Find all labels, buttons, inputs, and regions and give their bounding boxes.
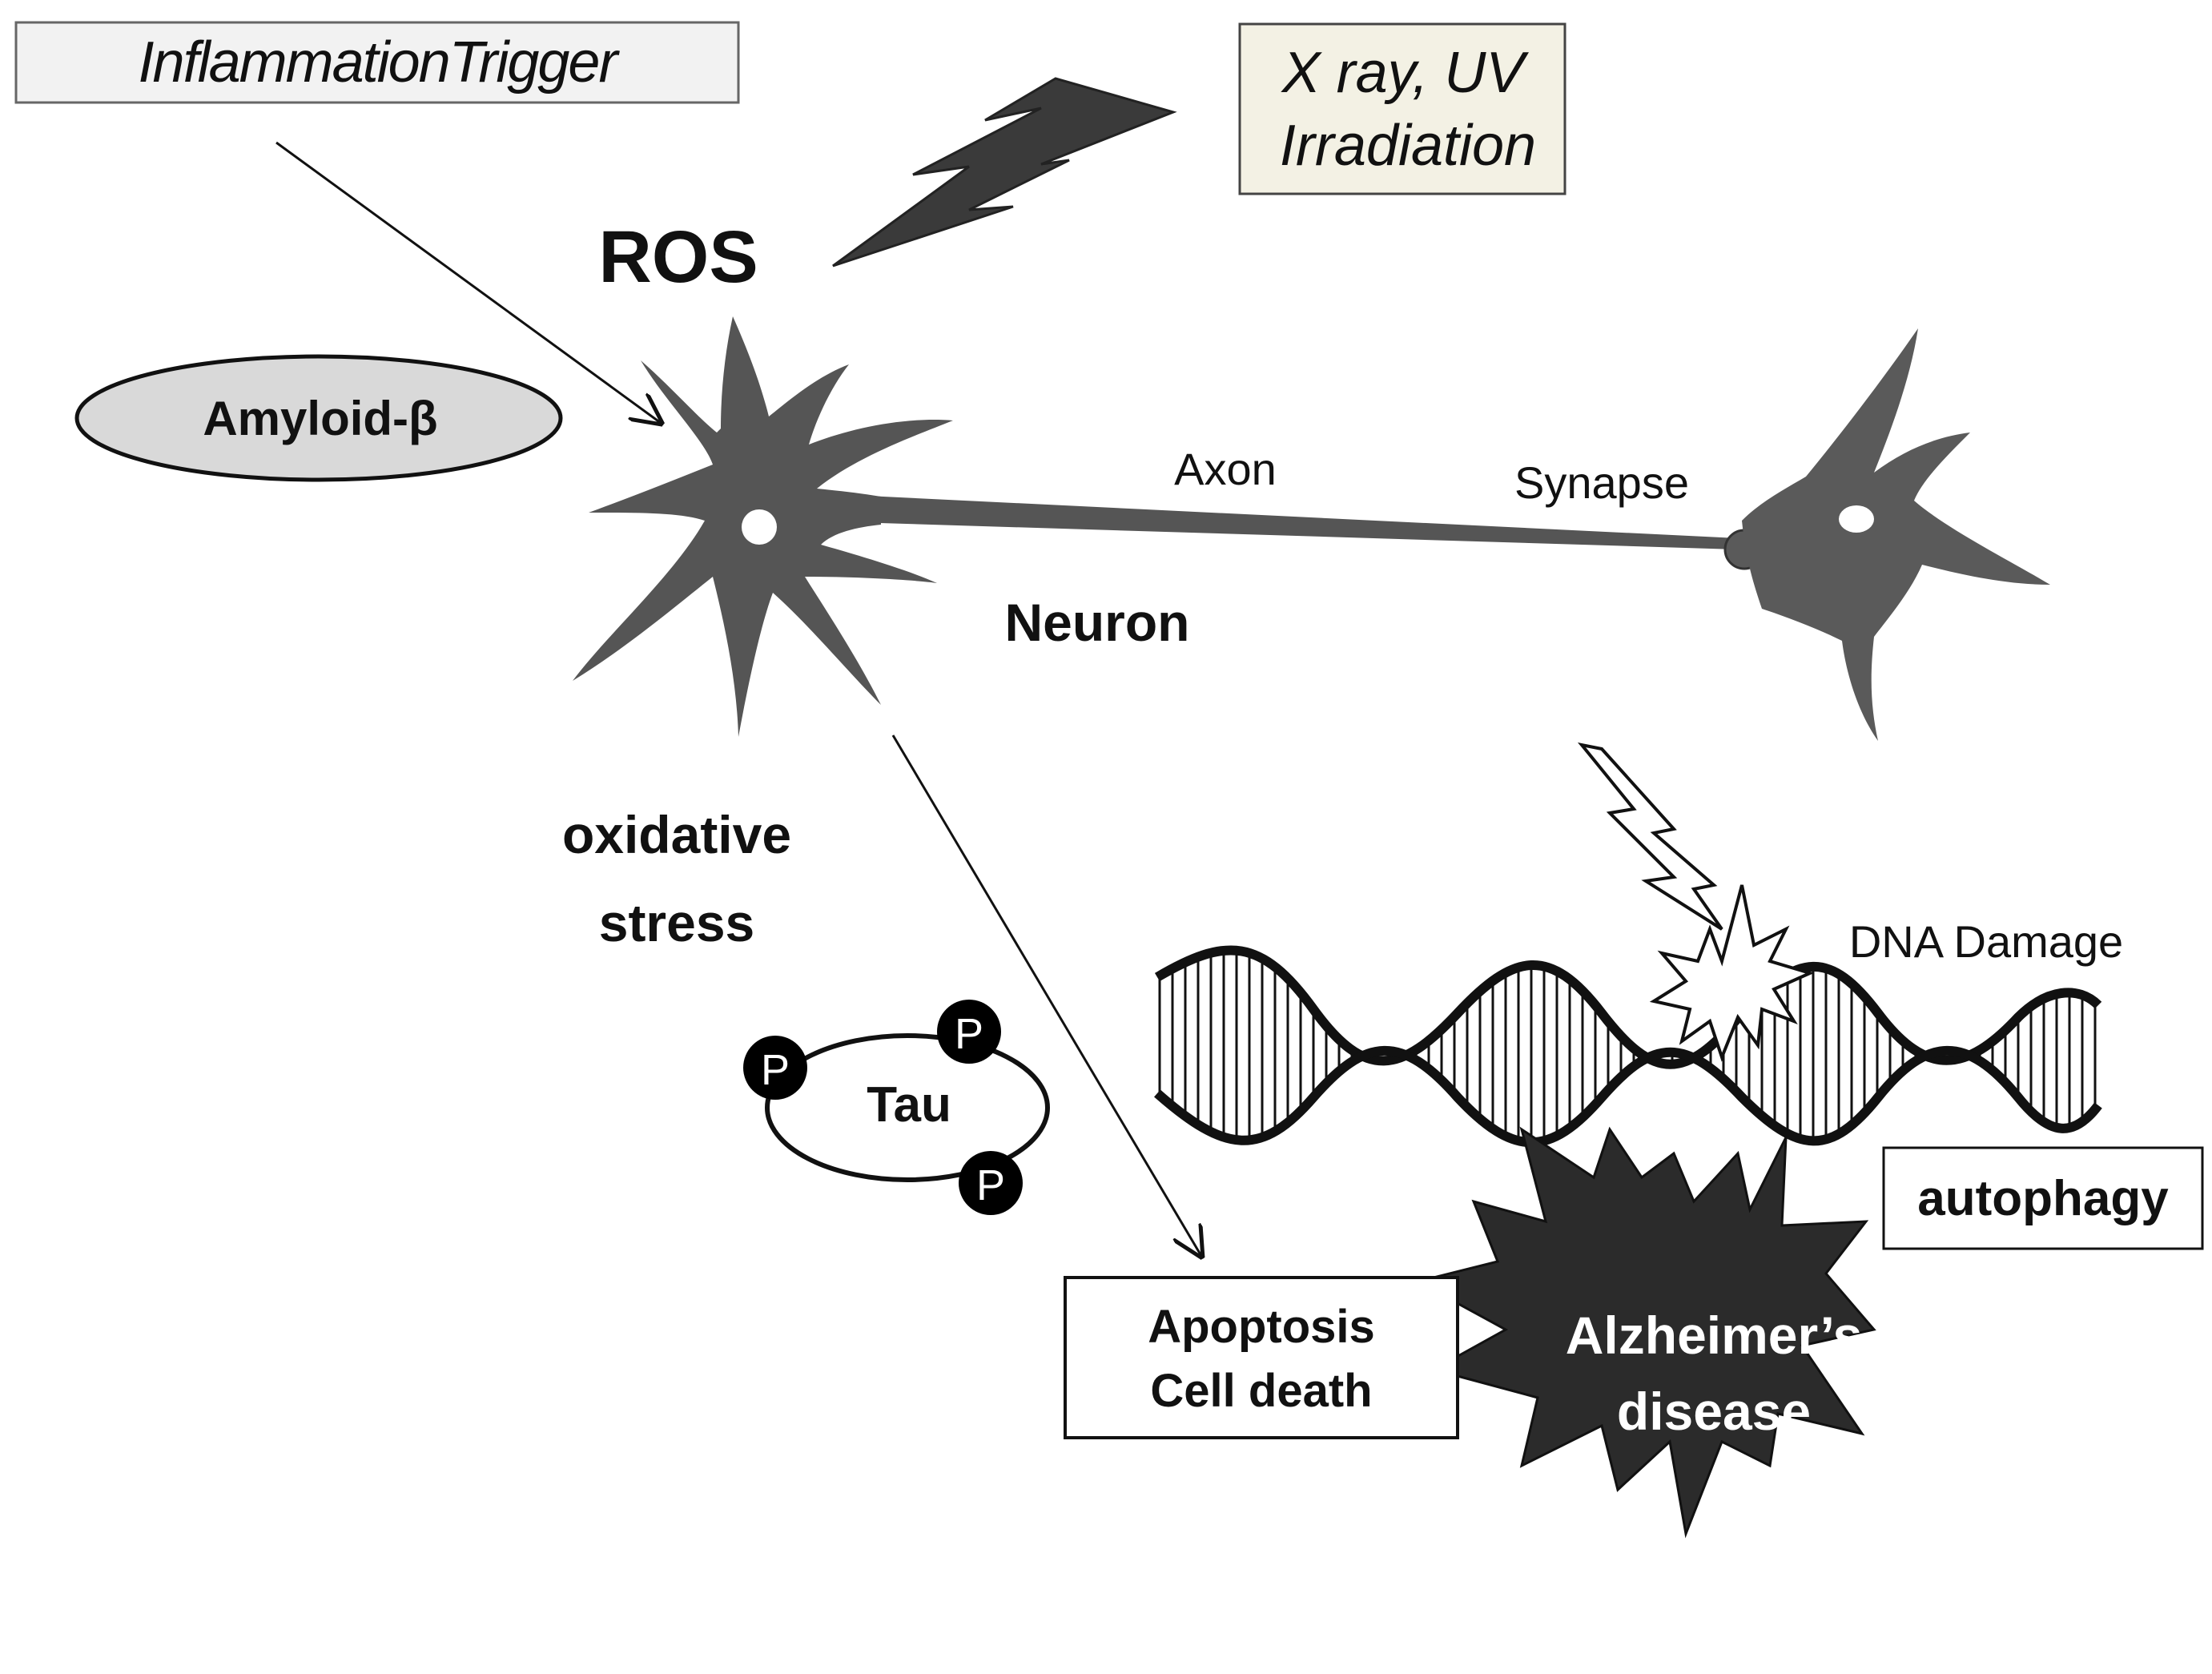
tau-label: Tau [867, 1077, 951, 1133]
oxidative-stress-label-line1: oxidative [562, 805, 791, 864]
apoptosis-label-line1: Apoptosis [1148, 1301, 1375, 1353]
apoptosis-label-line2: Cell death [1150, 1365, 1372, 1417]
neuron-label: Neuron [1005, 593, 1190, 652]
ros-label: ROS [598, 216, 758, 298]
inflammation-trigger-box: InflammationTrigger [14, 21, 740, 104]
autophagy-label: autophagy [1917, 1171, 2169, 1226]
axon [801, 493, 1738, 549]
amyloid-beta-ellipse: Amyloid-β [74, 354, 563, 482]
neuron-cell-secondary [1742, 328, 2050, 741]
neuron-cell-main [573, 316, 953, 737]
synapse-label: Synapse [1514, 457, 1689, 508]
alzheimers-label-line1: Alzheimer’s [1566, 1306, 1862, 1365]
xray-uv-label-line2: Irradiation [1280, 114, 1536, 178]
apoptosis-arrow [891, 734, 1201, 1256]
alzheimers-starburst: Alzheimer’s disease [1414, 1126, 1876, 1539]
oxidative-stress-label-line2: stress [599, 893, 755, 952]
tau-protein: Tau P P P [743, 1000, 1050, 1215]
autophagy-box: autophagy [1882, 1146, 2204, 1250]
phosphate-label-1: P [761, 1046, 790, 1094]
xray-uv-label-line1: X ray, UV [1281, 41, 1530, 105]
phosphate-label-3: P [976, 1161, 1005, 1209]
dna-damage-burst-icon [1649, 884, 1815, 1062]
inflammation-arrow [275, 141, 661, 423]
xray-uv-box: X ray, UV Irradiation [1238, 22, 1566, 195]
lightning-bolt-icon [832, 77, 1177, 268]
alzheimers-label-line2: disease [1617, 1382, 1811, 1441]
apoptosis-box: Apoptosis Cell death [1064, 1276, 1459, 1439]
inflammation-trigger-label: InflammationTrigger [139, 30, 621, 95]
phosphate-group-2: P [937, 1000, 1001, 1064]
axon-label: Axon [1174, 444, 1277, 494]
phosphate-group-1: P [743, 1036, 807, 1100]
small-lightning-bolt-icon [1577, 742, 1723, 931]
phosphate-label-2: P [955, 1010, 983, 1058]
phosphate-group-3: P [959, 1151, 1023, 1215]
dna-damage-label: DNA Damage [1849, 916, 2123, 967]
neuron-nucleus-secondary [1839, 505, 1874, 533]
neuron-nucleus [742, 509, 777, 545]
amyloid-beta-label: Amyloid-β [203, 392, 437, 445]
